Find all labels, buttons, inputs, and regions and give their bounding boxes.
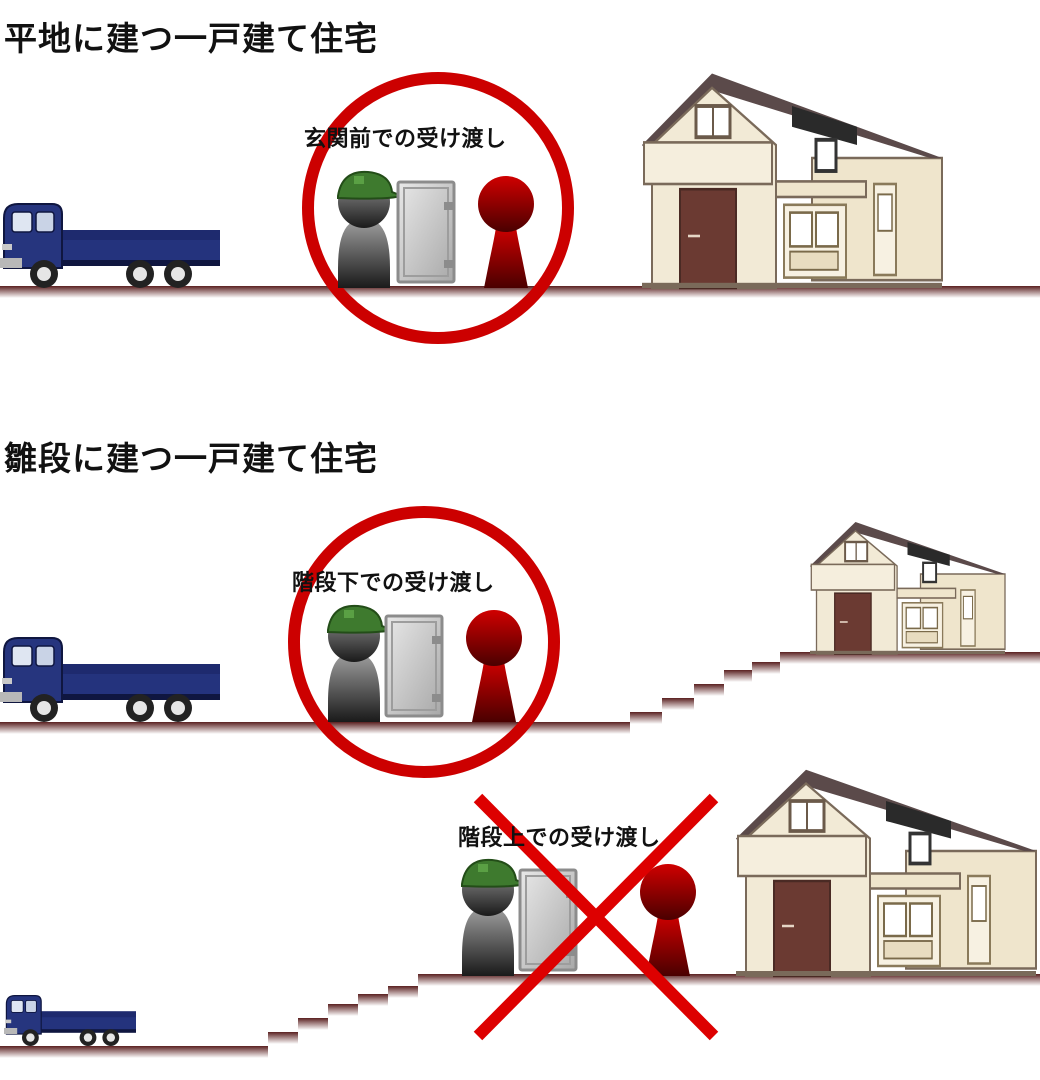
ground-line bbox=[0, 1046, 268, 1058]
ground-line bbox=[0, 722, 630, 734]
recipient-icon bbox=[478, 176, 534, 288]
stairs-icon bbox=[268, 986, 418, 1044]
section-title-hillside: 雛段に建つ一戸建て住宅 bbox=[4, 439, 378, 478]
house-icon bbox=[808, 520, 1007, 656]
section-title-flat: 平地に建つ一戸建て住宅 bbox=[4, 19, 378, 58]
stairs-icon bbox=[630, 662, 780, 724]
handover-caption-front-door: 玄関前での受け渡し bbox=[304, 127, 507, 152]
truck-icon bbox=[0, 203, 221, 289]
recipient-icon bbox=[640, 864, 696, 976]
ok-circle-icon bbox=[288, 506, 560, 778]
courier-icon bbox=[461, 858, 527, 977]
package-icon bbox=[384, 614, 444, 718]
upper-ground-line bbox=[780, 652, 1040, 664]
house-icon bbox=[640, 71, 944, 290]
ng-cross-icon bbox=[473, 793, 719, 1041]
ok-circle-icon bbox=[302, 72, 574, 344]
package-icon bbox=[396, 180, 456, 284]
recipient-icon bbox=[466, 610, 522, 722]
truck-icon bbox=[0, 637, 221, 723]
upper-ground-line bbox=[418, 974, 1040, 986]
house-icon bbox=[734, 767, 1038, 978]
handover-caption-above-stairs: 階段上での受け渡し bbox=[458, 826, 661, 851]
courier-icon bbox=[337, 170, 403, 289]
courier-icon bbox=[327, 604, 393, 723]
ground-line bbox=[0, 286, 1040, 298]
handover-caption-below-stairs: 階段下での受け渡し bbox=[292, 571, 495, 596]
truck-icon bbox=[3, 994, 137, 1047]
